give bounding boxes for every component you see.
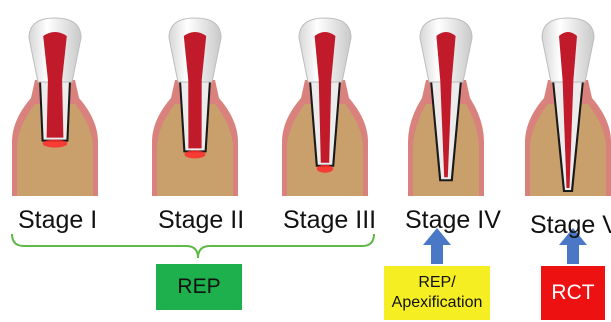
apex-ii: [184, 150, 205, 158]
rep-bracket: [12, 234, 374, 258]
stage-label-iv: Stage IV: [405, 205, 501, 235]
rct-label: RCT: [541, 266, 605, 320]
apex-iii: [317, 165, 333, 173]
stage-label-ii: Stage II: [158, 205, 244, 235]
tooth-stage-i: [12, 18, 98, 196]
apex-i: [43, 140, 68, 148]
tooth-stage-v: [525, 18, 611, 196]
tooth-stage-iii: [282, 18, 368, 196]
apexification-label: REP/ Apexification: [384, 266, 490, 320]
tooth-stage-ii: [152, 18, 238, 196]
apexification-label-line1: REP/: [418, 273, 455, 293]
stage-label-iii: Stage III: [283, 205, 376, 235]
tooth-stage-iv: [408, 18, 484, 196]
stage-label-v: Stage V: [530, 210, 611, 240]
apexification-label-line2: Apexification: [392, 293, 483, 313]
rep-label: REP: [156, 264, 242, 310]
stage-label-i: Stage I: [18, 205, 97, 235]
